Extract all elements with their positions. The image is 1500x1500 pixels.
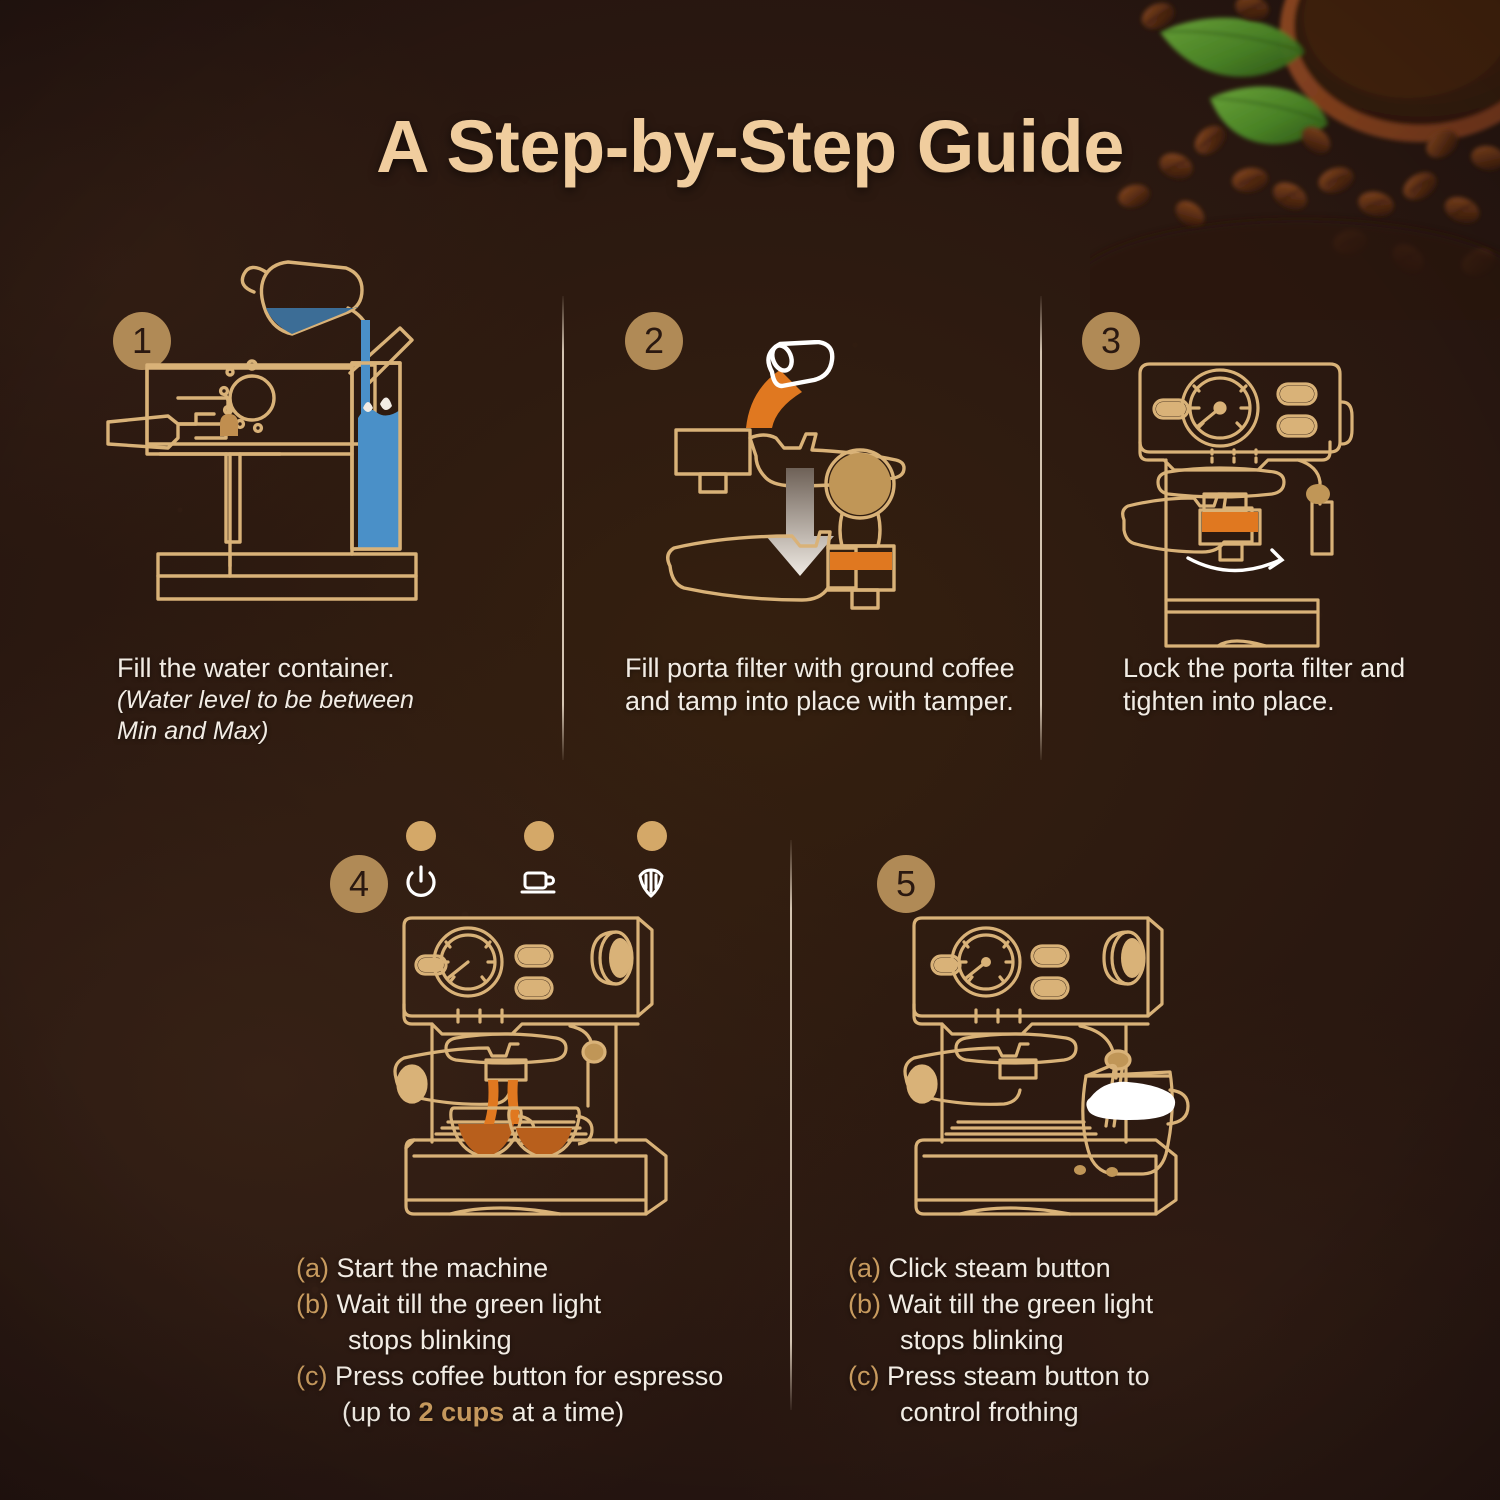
step-2-caption: Fill porta filter with ground coffee and… bbox=[625, 653, 1015, 716]
step-4-item-b: (b) Wait till the green light bbox=[296, 1289, 602, 1319]
divider-col2-col3 bbox=[1040, 296, 1042, 760]
step-number-4: 4 bbox=[330, 855, 388, 913]
illustration-fill-portafilter bbox=[666, 340, 906, 610]
indicator-light-coffee bbox=[524, 821, 554, 851]
indicator-light-power bbox=[406, 821, 436, 851]
illustration-steam-frothing bbox=[903, 916, 1190, 1216]
step-5-item-b: (b) Wait till the green light bbox=[848, 1289, 1154, 1319]
step-1-caption-main: Fill the water container. bbox=[117, 653, 395, 683]
step-4-item-a: (a) Start the machine bbox=[296, 1253, 549, 1283]
step-5-item-a: (a) Click steam button bbox=[848, 1253, 1111, 1283]
step-3-caption: Lock the porta filter and tighten into p… bbox=[1123, 653, 1406, 716]
page-title: A Step-by-Step Guide bbox=[376, 105, 1124, 188]
step-number-1: 1 bbox=[113, 312, 171, 370]
step-4-instructions: (a) Start the machine (b) Wait till the … bbox=[296, 1250, 723, 1430]
step-number-5: 5 bbox=[877, 855, 935, 913]
divider-col4-col5 bbox=[790, 840, 792, 1410]
steam-icon bbox=[638, 868, 664, 898]
step-4-item-c-cont: (up to 2 cups at a time) bbox=[342, 1397, 625, 1427]
step-5-item-b-cont: stops blinking bbox=[900, 1325, 1064, 1355]
step-4-item-b-cont: stops blinking bbox=[348, 1325, 512, 1355]
step-5-item-c-cont: control frothing bbox=[900, 1397, 1079, 1427]
step-4-item-c: (c) Press coffee button for espresso bbox=[296, 1361, 724, 1391]
step-5-item-c: (c) Press steam button to bbox=[848, 1361, 1150, 1391]
step-number-2: 2 bbox=[625, 312, 683, 370]
step-number-3: 3 bbox=[1082, 312, 1140, 370]
illustration-lock-portafilter bbox=[1121, 362, 1354, 648]
step-1-caption: Fill the water container. (Water level t… bbox=[117, 652, 517, 747]
step-5-instructions: (a) Click steam button (b) Wait till the… bbox=[848, 1250, 1153, 1430]
indicator-light-steam bbox=[637, 821, 667, 851]
divider-col1-col2 bbox=[562, 296, 564, 760]
illustration-fill-water bbox=[106, 260, 418, 601]
coffee-cup-icon bbox=[520, 871, 556, 894]
illustration-brew-two-cups bbox=[393, 916, 668, 1216]
power-icon bbox=[406, 865, 436, 897]
